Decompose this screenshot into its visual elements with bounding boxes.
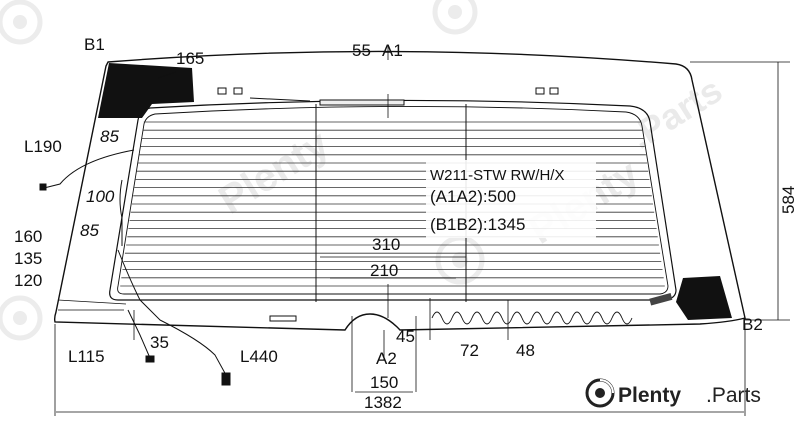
label-l190: L190 <box>24 137 62 156</box>
wire-harness <box>39 149 231 386</box>
label-b1: B1 <box>84 35 105 54</box>
dimension-48: 48 <box>516 341 535 360</box>
watermark-text: Plenty <box>211 121 337 222</box>
spec-a1a2: (A1A2):500 <box>430 187 516 206</box>
spec-b1b2: (B1B2):1345 <box>430 215 525 234</box>
brand-logo: Plenty .Parts <box>585 378 761 408</box>
top-connectors <box>217 87 559 106</box>
label-b2: B2 <box>742 315 763 334</box>
dimension-210: 210 <box>370 261 398 280</box>
ceramic-corner-right <box>676 276 732 320</box>
watermark-logo-icon <box>0 0 43 45</box>
heated-area-inner <box>117 106 669 295</box>
edge-hatch <box>649 293 673 306</box>
dimension-310: 310 <box>372 235 400 254</box>
watermark-logo-icon <box>432 0 478 35</box>
edge-hatch <box>269 315 297 322</box>
dimension-85-top: 85 <box>100 127 119 146</box>
dimension-160: 160 <box>14 227 42 246</box>
brand-name: Plenty <box>618 384 681 407</box>
glass-outline <box>53 50 746 331</box>
spec-box <box>426 160 596 238</box>
model-code: W211-STW RW/H/X <box>430 167 564 184</box>
dimension-55: 55 <box>352 41 371 60</box>
label-a1: A1 <box>382 41 403 60</box>
dimension-85-mid: 85 <box>80 221 99 240</box>
watermark-text: .Parts <box>623 69 730 157</box>
dimension-135: 135 <box>14 249 42 268</box>
brand-suffix: .Parts <box>706 384 761 407</box>
antenna-wave <box>431 311 633 325</box>
dimension-120: 120 <box>14 271 42 290</box>
dimension-lines <box>54 46 790 416</box>
dimension-1382: 1382 <box>364 393 402 412</box>
label-a2: A2 <box>376 349 397 368</box>
dimension-45: 45 <box>396 327 415 346</box>
dimension-35: 35 <box>150 333 169 352</box>
dimension-100: 100 <box>86 187 115 206</box>
label-l115: L115 <box>68 347 105 366</box>
watermark-logo-icon <box>0 295 43 341</box>
label-l440: L440 <box>240 347 278 366</box>
dimension-72: 72 <box>460 341 479 360</box>
dimension-165: 165 <box>176 49 204 68</box>
dimension-584: 584 <box>779 186 798 214</box>
dimension-150: 150 <box>370 373 398 392</box>
brand-logo-icon <box>585 378 615 408</box>
ceramic-corner-left <box>98 63 194 118</box>
